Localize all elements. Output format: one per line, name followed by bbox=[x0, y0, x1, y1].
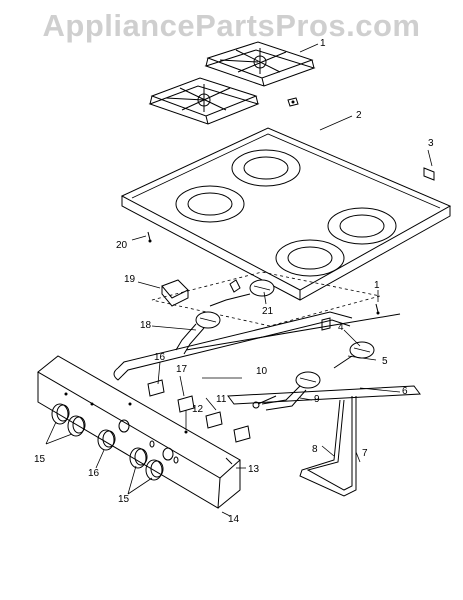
callout-7: 7 bbox=[362, 448, 368, 459]
screw-part-20 bbox=[147, 231, 152, 243]
callout-12: 12 bbox=[192, 404, 204, 415]
burner-assembly bbox=[113, 271, 421, 497]
callout-18: 18 bbox=[140, 320, 152, 331]
callout-13: 13 bbox=[248, 464, 260, 475]
callout-17: 17 bbox=[176, 364, 188, 375]
cooktop-panel bbox=[120, 127, 452, 301]
callout-11: 11 bbox=[216, 394, 227, 405]
burner-grate-right bbox=[204, 41, 316, 87]
callout-19: 19 bbox=[124, 274, 136, 285]
burner-grate-left bbox=[148, 77, 260, 125]
clip-part bbox=[287, 97, 299, 107]
callout-labels: 1 2 3 20 19 1 21 18 4 5 16 17 10 6 11 9 … bbox=[34, 38, 434, 525]
leader-lines bbox=[45, 43, 433, 517]
callout-1-top: 1 bbox=[320, 38, 326, 49]
callout-15-right: 15 bbox=[118, 494, 130, 505]
callout-10: 10 bbox=[256, 366, 268, 377]
callout-15-left: 15 bbox=[34, 454, 46, 465]
callout-14: 14 bbox=[228, 514, 240, 525]
callout-21: 21 bbox=[262, 306, 274, 317]
control-panel bbox=[37, 355, 241, 509]
callout-8: 8 bbox=[312, 444, 318, 455]
callout-9: 9 bbox=[314, 394, 320, 405]
callout-3: 3 bbox=[428, 138, 434, 149]
callout-6: 6 bbox=[402, 386, 408, 397]
clip-part-3 bbox=[423, 167, 435, 181]
callout-4: 4 bbox=[338, 322, 344, 333]
callout-16-upper: 16 bbox=[154, 352, 166, 363]
callout-2: 2 bbox=[356, 110, 362, 121]
callout-1-mid: 1 bbox=[374, 280, 380, 291]
watermark: AppliancePartsPros.com bbox=[42, 8, 421, 43]
callout-16-lower: 16 bbox=[88, 468, 100, 479]
callout-20: 20 bbox=[116, 240, 128, 251]
callout-5: 5 bbox=[382, 356, 388, 367]
